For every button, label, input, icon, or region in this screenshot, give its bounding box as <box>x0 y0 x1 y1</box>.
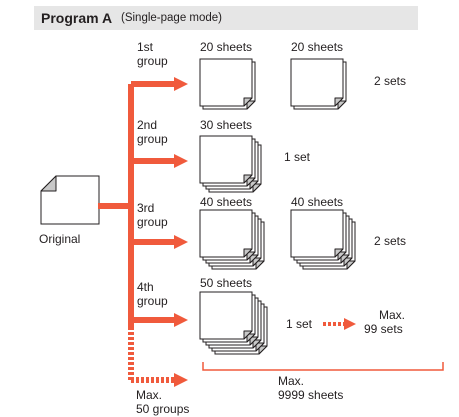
group1-label-line2: group <box>137 54 168 68</box>
arrowhead-2 <box>174 154 188 168</box>
max-groups-line1: Max. <box>136 388 163 402</box>
group2-label-line2: group <box>137 132 168 146</box>
group3-stack-a-count: 40 sheets <box>200 195 253 209</box>
group3-stack-b-count: 40 sheets <box>291 195 344 209</box>
group1-sets: 2 sets <box>374 74 407 88</box>
stack-group4 <box>199 291 268 355</box>
group4-label-line2: group <box>137 294 168 308</box>
stack-group3-a <box>199 209 265 270</box>
group2-stack-count: 30 sheets <box>200 118 253 132</box>
max-sets-line2: 99 sets <box>364 322 403 336</box>
group2-sets: 1 set <box>284 150 311 164</box>
group3-label-line2: group <box>137 215 168 229</box>
diagram-title: Program A <box>41 10 113 26</box>
max-groups-line2: 50 groups <box>136 402 190 416</box>
arrowhead-max-groups <box>174 373 188 387</box>
arrowhead-4 <box>174 313 188 327</box>
stack-group3-b <box>290 209 356 270</box>
group4-sets: 1 set <box>286 317 313 331</box>
max-sets-line1: Max. <box>379 308 406 322</box>
stack-group1-a <box>199 58 256 110</box>
max-sheets-line1: Max. <box>278 374 305 388</box>
group2-label-line1: 2nd <box>137 118 158 132</box>
distribution-arrows <box>98 81 344 383</box>
group3-sets: 2 sets <box>374 234 407 248</box>
group1-stack-a-count: 20 sheets <box>200 40 253 54</box>
stack-group1-b <box>290 58 347 110</box>
arrowhead-3 <box>174 235 188 249</box>
group1-stack-b-count: 20 sheets <box>291 40 344 54</box>
group4-stack-count: 50 sheets <box>200 276 253 290</box>
original-label: Original <box>39 232 81 246</box>
arrowhead-1 <box>174 77 188 91</box>
original-document-icon <box>40 175 100 225</box>
group1-label-line1: 1st <box>137 40 154 54</box>
group4-label-line1: 4th <box>137 280 154 294</box>
arrow-heads <box>174 77 356 387</box>
arrowhead-max-sets <box>344 318 356 330</box>
title-bar: Program A (Single-page mode) <box>34 6 418 30</box>
max-sheets-line2: 9999 sheets <box>278 388 344 402</box>
stack-group2 <box>199 135 262 193</box>
max-sheets-bracket <box>202 362 444 371</box>
diagram-subtitle: (Single-page mode) <box>121 12 223 24</box>
group3-label-line1: 3rd <box>137 201 155 215</box>
